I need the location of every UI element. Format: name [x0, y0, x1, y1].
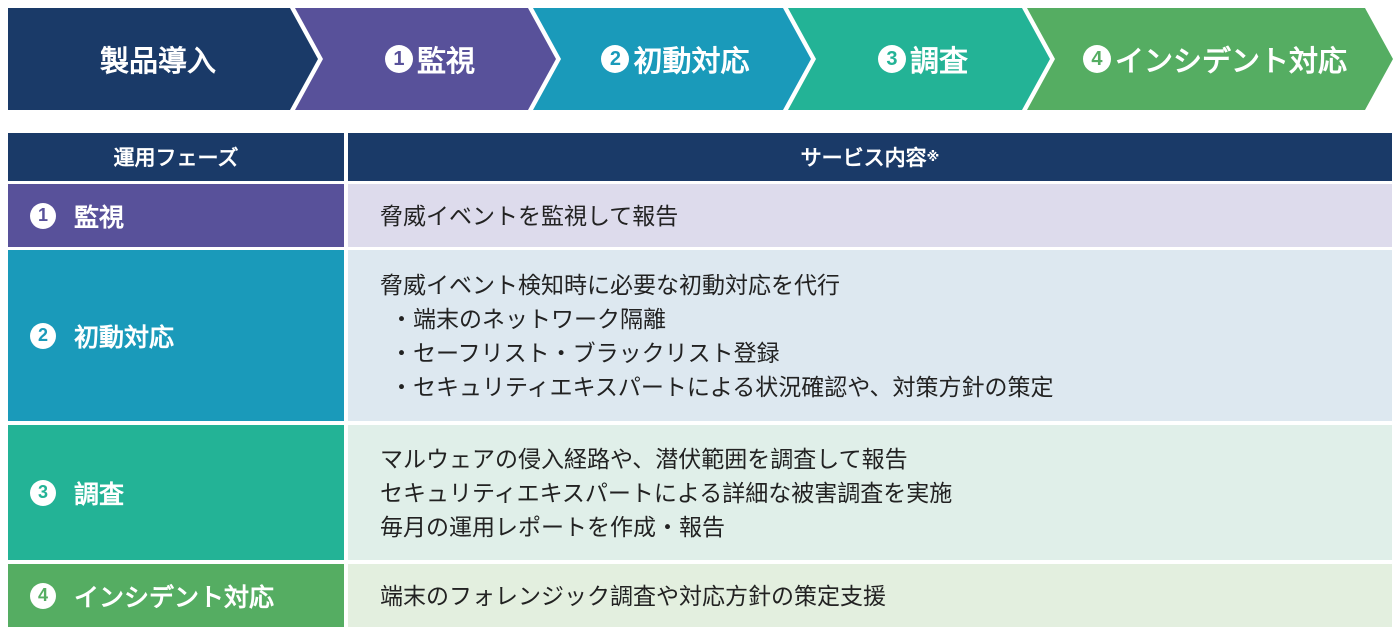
- service-line: 端末のフォレンジック調査や対応方針の策定支援: [380, 582, 886, 609]
- phase-label: インシデント対応: [74, 583, 275, 612]
- number-badge-icon: 3: [877, 45, 906, 73]
- flow-step-product-intro-shape: [8, 8, 318, 110]
- flow-step-incident-shape: [1027, 8, 1393, 110]
- number-badge-icon: 2: [30, 322, 56, 349]
- service-cell-initial-response: 脅威イベント検知時に必要な初動対応を代行 ・端末のネットワーク隔離 ・セーフリス…: [348, 250, 1392, 421]
- phase-label: 監視: [74, 203, 125, 232]
- phase-cell-incident: 4 インシデント対応: [8, 564, 344, 627]
- number-badge-icon: 2: [601, 45, 630, 73]
- phase-label: 初動対応: [74, 323, 175, 352]
- header-phase: 運用フェーズ: [8, 133, 344, 181]
- phase-cell-initial-response: 2 初動対応: [8, 250, 344, 421]
- flow-step-label: 調査: [909, 46, 968, 78]
- number-badge-icon: 4: [1082, 45, 1111, 73]
- flow-step-product-intro: 製品導入: [8, 8, 308, 110]
- flow-step-label: インシデント対応: [1114, 46, 1347, 78]
- phase-cell-monitoring: 1 監視: [8, 184, 344, 247]
- flow-step-label: 監視: [416, 46, 475, 78]
- phase-cell-investigation: 3 調査: [8, 425, 344, 560]
- number-badge-icon: 1: [30, 202, 56, 229]
- service-cell-incident: 端末のフォレンジック調査や対応方針の策定支援: [348, 564, 1392, 627]
- flow-step-label: 製品導入: [99, 46, 216, 78]
- number-badge-icon: 1: [384, 45, 413, 73]
- header-service: サービス内容※: [348, 133, 1392, 181]
- number-badge-icon: 3: [30, 479, 56, 506]
- service-line: 脅威イベントを監視して報告: [380, 202, 679, 229]
- service-line: セキュリティエキスパートによる詳細な被害調査を実施: [380, 479, 953, 506]
- service-line: 脅威イベント検知時に必要な初動対応を代行: [380, 271, 840, 298]
- flow-step-initial-response-shape: [533, 8, 811, 110]
- service-cell-investigation: マルウェアの侵入経路や、潜伏範囲を調査して報告 セキュリティエキスパートによる詳…: [348, 425, 1392, 560]
- flow-step-label: 初動対応: [633, 46, 750, 78]
- service-bullet: ・セーフリスト・ブラックリスト登録: [390, 339, 780, 366]
- flow-step-investigation-shape: [788, 8, 1050, 110]
- service-line: 毎月の運用レポートを作成・報告: [380, 513, 725, 540]
- service-cell-monitoring: 脅威イベントを監視して報告: [348, 184, 1392, 247]
- note-mark: ※: [926, 149, 940, 164]
- service-bullet: ・端末のネットワーク隔離: [390, 305, 666, 332]
- process-flow: [8, 8, 1393, 110]
- service-line: マルウェアの侵入経路や、潜伏範囲を調査して報告: [380, 445, 908, 472]
- service-bullet: ・セキュリティエキスパートによる状況確認や、対策方針の策定: [390, 373, 1054, 400]
- phase-label: 調査: [74, 480, 125, 509]
- header-service-label: サービス内容: [800, 147, 927, 170]
- number-badge-icon: 4: [30, 582, 56, 609]
- flow-step-monitoring-shape: [295, 8, 556, 110]
